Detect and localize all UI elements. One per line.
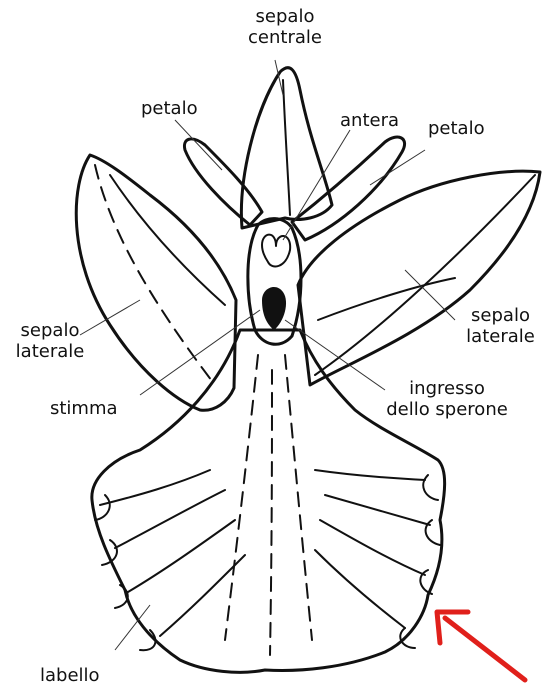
label-sepalo-centrale: sepalo centrale bbox=[235, 6, 335, 48]
labellum-edge-ruffles bbox=[95, 475, 440, 650]
labellum-veins bbox=[100, 470, 430, 636]
label-sepalo-laterale-left-line2: laterale bbox=[10, 341, 90, 362]
red-arrow-icon bbox=[437, 612, 525, 680]
label-petalo-left: petalo bbox=[141, 98, 198, 119]
right-petal-outline bbox=[292, 137, 405, 240]
leader-antera bbox=[283, 130, 350, 240]
label-petalo-right: petalo bbox=[428, 118, 485, 139]
leader-petalo-right bbox=[370, 150, 425, 185]
right-lateral-sepal-outline bbox=[298, 171, 540, 385]
labellum-center-vein-right bbox=[285, 355, 312, 640]
label-ingresso: ingresso dello sperone bbox=[372, 378, 522, 420]
leader-stimma bbox=[140, 310, 260, 395]
label-sepalo-centrale-line1: sepalo bbox=[235, 6, 335, 27]
leader-petalo-left bbox=[175, 120, 222, 170]
label-ingresso-line2: dello sperone bbox=[372, 399, 522, 420]
label-sepalo-laterale-left-line1: sepalo bbox=[10, 320, 90, 341]
label-stimma: stimma bbox=[50, 398, 118, 419]
labellum-mid-vein bbox=[270, 370, 272, 655]
label-sepalo-laterale-right-line2: laterale bbox=[458, 326, 543, 347]
central-sepal-vein bbox=[283, 80, 290, 215]
label-sepalo-laterale-right: sepalo laterale bbox=[458, 305, 543, 347]
label-antera: antera bbox=[340, 110, 399, 131]
leader-sepalo-laterale-right bbox=[405, 270, 455, 320]
label-sepalo-laterale-left: sepalo laterale bbox=[10, 320, 90, 362]
anther bbox=[262, 235, 290, 267]
label-labello: labello bbox=[40, 665, 100, 686]
left-lateral-sepal-vein-2 bbox=[110, 175, 225, 305]
label-ingresso-line1: ingresso bbox=[372, 378, 522, 399]
label-sepalo-centrale-line2: centrale bbox=[235, 27, 335, 48]
left-petal-outline bbox=[184, 139, 262, 225]
label-sepalo-laterale-right-line1: sepalo bbox=[458, 305, 543, 326]
stigma-cavity bbox=[262, 287, 286, 330]
left-lateral-sepal-outline bbox=[76, 155, 236, 410]
